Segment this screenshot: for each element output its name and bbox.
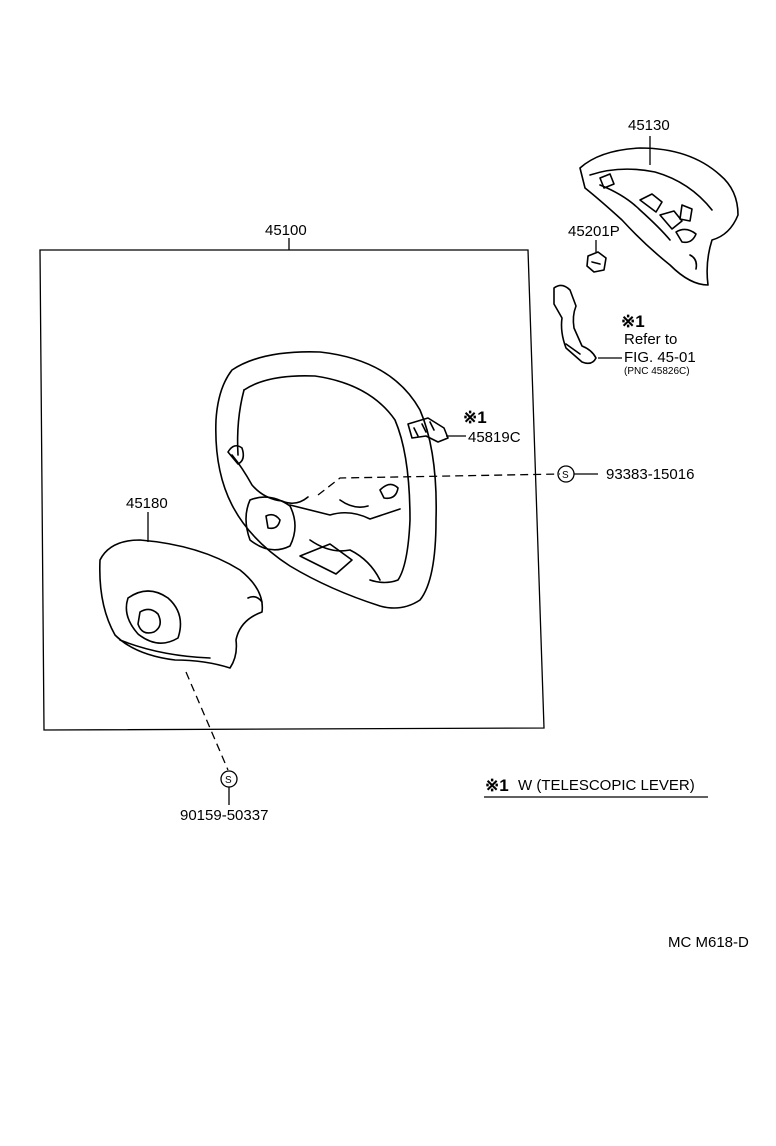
label-lever-ref-3: (PNC 45826C) bbox=[624, 366, 690, 377]
telescopic-lever-illustration bbox=[553, 284, 597, 365]
screw-bottom-dashed-line bbox=[185, 671, 229, 771]
assembly-frame bbox=[39, 249, 545, 731]
label-45130: 45130 bbox=[628, 117, 670, 134]
pad-45180-illustration bbox=[98, 539, 264, 669]
horn-pad-45130-illustration bbox=[579, 147, 739, 286]
note-marker: ※1 bbox=[485, 776, 509, 795]
clip-45201p-illustration bbox=[586, 251, 607, 273]
label-lever-ref-1: Refer to bbox=[624, 331, 677, 348]
note-text: W (TELESCOPIC LEVER) bbox=[518, 777, 695, 794]
footer-code: MC M618-D bbox=[668, 934, 749, 951]
steering-wheel-illustration bbox=[215, 351, 437, 609]
label-90159-50337: 90159-50337 bbox=[180, 807, 268, 824]
label-cover-marker: ※1 bbox=[463, 408, 487, 427]
screw-right-symbol: S bbox=[562, 470, 569, 481]
label-lever-marker: ※1 bbox=[621, 312, 645, 331]
label-45180: 45180 bbox=[126, 495, 168, 512]
screw-right-dashed-line bbox=[317, 473, 561, 496]
label-93383-15016: 93383-15016 bbox=[606, 466, 694, 483]
screw-bottom-symbol: S bbox=[225, 775, 232, 786]
label-45100: 45100 bbox=[265, 222, 307, 239]
label-45819c: 45819C bbox=[468, 429, 521, 446]
cover-45819c-illustration bbox=[407, 417, 449, 443]
label-lever-ref-2: FIG. 45-01 bbox=[624, 349, 696, 366]
label-45201p: 45201P bbox=[568, 223, 620, 240]
